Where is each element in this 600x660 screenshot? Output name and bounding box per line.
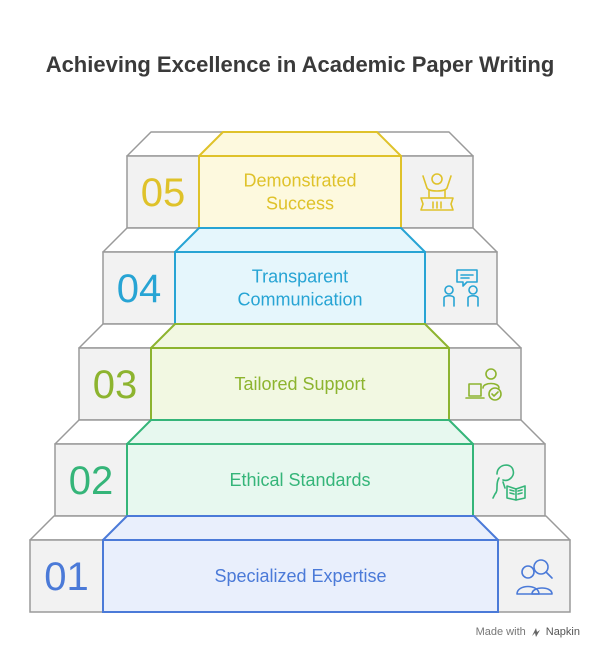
made-with-text: Made with (475, 626, 526, 638)
step-04-colored-tread (174, 227, 426, 253)
step-02: 02 Ethical Standards (54, 419, 546, 517)
step-05-label-line-1: Demonstrated (243, 171, 356, 191)
step-03-number: 03 (93, 363, 138, 407)
napkin-brand-text: Napkin (545, 626, 580, 638)
page-title: Achieving Excellence in Academic Paper W… (45, 52, 555, 77)
step-05-colored-tread (198, 131, 402, 157)
step-05-colored-face (198, 155, 402, 229)
step-02-label-line-1: Ethical Standards (229, 470, 370, 490)
step-03: 03 Tailored Support (78, 323, 522, 421)
people-search-icon (516, 559, 553, 595)
step-04-label-line-2: Communication (237, 290, 362, 310)
step-04-label-line-1: Transparent (252, 267, 348, 287)
step-05-number: 05 (141, 171, 186, 215)
step-01-label-line-1: Specialized Expertise (214, 566, 386, 586)
step-01: 01 Specialized Expertise (29, 515, 571, 613)
step-04-number: 04 (117, 267, 162, 311)
laptop-support-icon (465, 368, 502, 401)
step-01-colored-tread (102, 515, 499, 541)
person-reading-icon (492, 464, 526, 501)
step-04-colored-face (174, 251, 426, 325)
napkin-logo-icon (531, 628, 540, 637)
made-with-napkin-credit[interactable]: Made with Napkin (476, 626, 580, 638)
step-03-label-line-1: Tailored Support (234, 374, 365, 394)
conversation-icon (443, 269, 479, 307)
trophy-person-icon (420, 173, 454, 211)
step-01-colored-face (102, 539, 499, 613)
step-02-colored-face (126, 443, 474, 517)
step-03-colored-tread (150, 323, 450, 349)
step-03-colored-face (150, 347, 450, 421)
step-05-label-line-2: Success (266, 194, 334, 214)
step-02-colored-tread (126, 419, 474, 445)
step-01-number: 01 (44, 555, 89, 599)
step-02-number: 02 (69, 459, 114, 503)
